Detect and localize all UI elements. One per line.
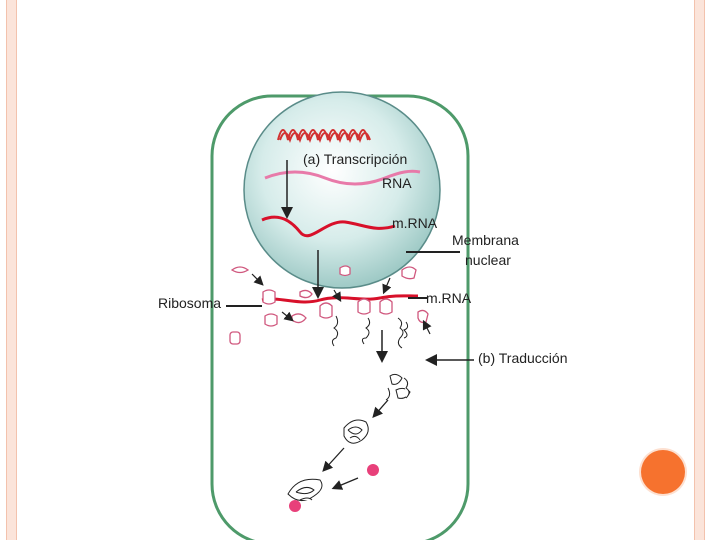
- label-translation: (b) Traducción: [478, 350, 568, 366]
- ribosome-5: [291, 313, 307, 324]
- ribosome-3: [262, 289, 276, 305]
- ribosome-7: [319, 302, 333, 319]
- folded-protein-2: [287, 478, 323, 501]
- dna-helix: [277, 129, 371, 143]
- translating-ribosome: [385, 373, 411, 401]
- ribosome-12: [339, 265, 351, 277]
- nucleus: [243, 91, 441, 289]
- mrna-strand-nucleus: [261, 215, 396, 238]
- release-arrow-3: [331, 477, 359, 490]
- label-rna: RNA: [382, 175, 412, 191]
- ribosome-9: [379, 298, 393, 315]
- release-arrow-1: [372, 399, 389, 418]
- folded-protein-1: [343, 419, 369, 444]
- protein-dot-1: [367, 464, 379, 476]
- label-mrna-cytoplasm: m.RNA: [426, 290, 472, 306]
- polypeptide-chains: [331, 315, 409, 349]
- label-transcription: (a) Transcripción: [303, 151, 408, 167]
- protein-dot-2: [289, 500, 301, 512]
- ribosome-11: [417, 309, 429, 324]
- ribosome-6: [299, 289, 313, 299]
- accent-circle: [641, 450, 685, 494]
- rna-strand: [264, 169, 421, 186]
- slide-border-right: [694, 0, 705, 540]
- ribosome-2: [229, 331, 241, 345]
- label-mrna-nucleus: m.RNA: [392, 215, 438, 231]
- ribosome-arrows: [251, 273, 432, 335]
- slide-border-left: [6, 0, 17, 540]
- label-membrane-line2: nuclear: [465, 252, 511, 268]
- ribosome-4: [264, 313, 278, 327]
- ribosome-8: [357, 298, 371, 315]
- ribosomes: [229, 265, 429, 345]
- ribosome-1: [230, 266, 250, 274]
- label-membrane-line1: Membrana: [452, 232, 519, 248]
- ribosome-10: [401, 266, 417, 280]
- label-ribosome: Ribosoma: [158, 295, 222, 311]
- mrna-strand-cytoplasm: [261, 294, 419, 304]
- release-arrow-2: [322, 447, 345, 472]
